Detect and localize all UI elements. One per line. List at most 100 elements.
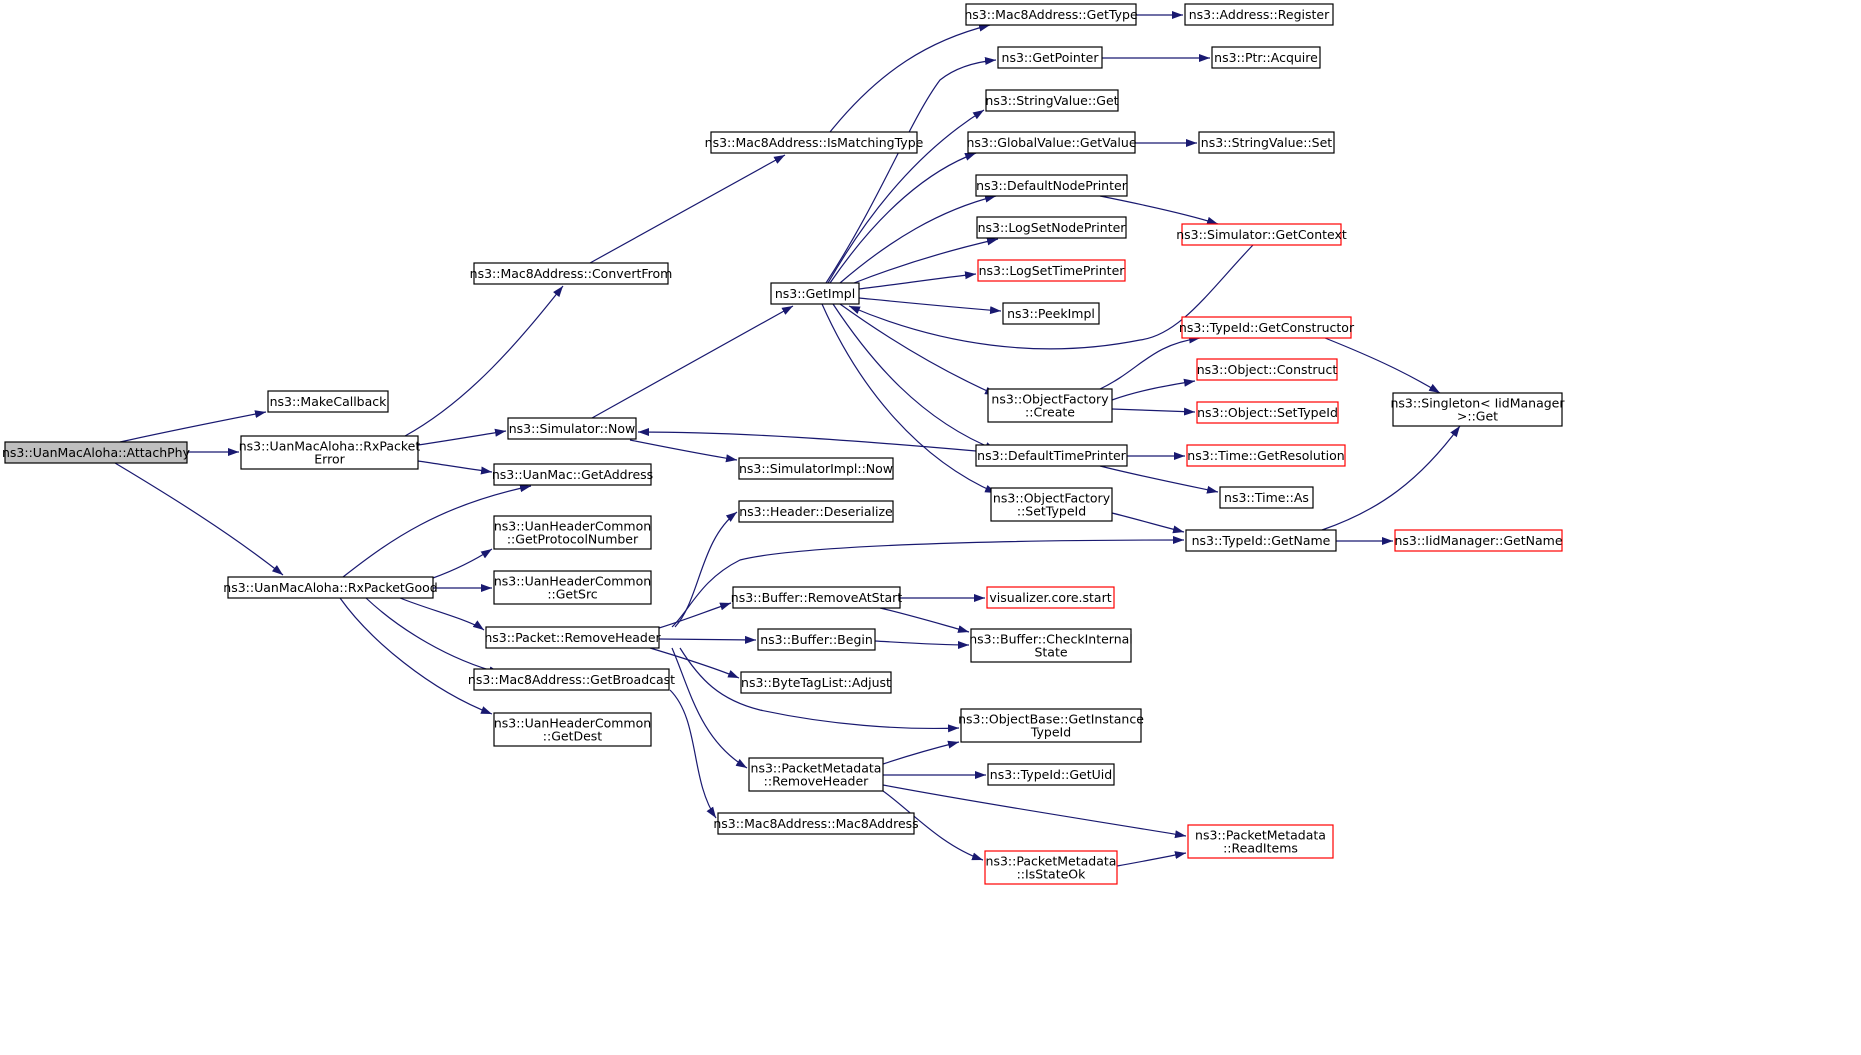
node-box <box>985 89 1119 112</box>
node-singletonget[interactable]: ns3::Singleton< IidManager >::Get <box>1390 392 1565 427</box>
node-simnow[interactable]: ns3::Simulator::Now <box>507 417 637 440</box>
node-packetremoveheader[interactable]: ns3::Packet::RemoveHeader <box>484 626 662 649</box>
node-box <box>986 586 1115 609</box>
node-box <box>1181 316 1352 339</box>
node-bufferremoveatstart[interactable]: ns3::Buffer::RemoveAtStart <box>731 586 903 609</box>
node-box <box>997 46 1103 69</box>
node-attachphy[interactable]: ns3::UanMacAloha::AttachPhy <box>2 441 191 464</box>
node-label: ns3::Simulator::GetContext <box>1176 227 1347 242</box>
node-box <box>493 515 652 550</box>
node-label: ns3::Packet::RemoveHeader <box>484 630 661 645</box>
node-bufferbegin[interactable]: ns3::Buffer::Begin <box>757 628 876 651</box>
edge-simnow-to-getimpl <box>591 305 794 419</box>
node-defaulttimeprinter[interactable]: ns3::DefaultTimePrinter <box>975 444 1128 467</box>
edge-rxpacketgood-to-uanmacgetaddress <box>342 484 532 578</box>
node-timeas[interactable]: ns3::Time::As <box>1219 486 1314 509</box>
node-objectsettypeid[interactable]: ns3::Object::SetTypeId <box>1196 401 1339 424</box>
node-typeidgetname[interactable]: ns3::TypeId::GetName <box>1185 529 1337 552</box>
edge-pmisstateok-to-pmreaditems <box>1116 851 1187 867</box>
node-globalvaluegetvalue[interactable]: ns3::GlobalValue::GetValue <box>966 131 1137 154</box>
node-peekimpl[interactable]: ns3::PeekImpl <box>1002 302 1100 325</box>
edge-simgetcontext-to-getimpl <box>848 244 1254 350</box>
node-label: ::GetSrc <box>547 587 597 602</box>
node-label: ns3::TypeId::GetName <box>1192 533 1331 548</box>
edge-rxpacketerror-to-convertfrom <box>404 285 564 437</box>
node-headerdeserialize[interactable]: ns3::Header::Deserialize <box>738 500 894 523</box>
edge-getimpl-to-objectfactorysettypeid <box>821 303 997 494</box>
call-edges <box>114 11 1461 867</box>
node-objectfactorycreate[interactable]: ns3::ObjectFactory::Create <box>987 388 1113 423</box>
node-bytetaglistadjust[interactable]: ns3::ByteTagList::Adjust <box>740 671 892 694</box>
node-uanmacgetaddress[interactable]: ns3::UanMac::GetAddress <box>492 463 653 486</box>
node-label: ::RemoveHeader <box>764 774 870 789</box>
node-pmreaditems[interactable]: ns3::PacketMetadata::ReadItems <box>1187 824 1334 859</box>
node-label: ns3::Buffer::RemoveAtStart <box>731 590 903 605</box>
node-box <box>1184 3 1334 26</box>
node-getpointer[interactable]: ns3::GetPointer <box>997 46 1103 69</box>
node-ptracquire[interactable]: ns3::Ptr::Acquire <box>1211 46 1321 69</box>
node-label: ns3::SimulatorImpl::Now <box>739 461 893 476</box>
node-getdest[interactable]: ns3::UanHeaderCommon::GetDest <box>493 712 652 747</box>
node-addressregister[interactable]: ns3::Address::Register <box>1184 3 1334 26</box>
node-label: >::Get <box>1457 409 1498 424</box>
node-label: ns3::GetImpl <box>775 286 855 301</box>
node-label: ns3::Mac8Address::GetType <box>964 7 1138 22</box>
edge-defaultnodeprinter-to-simgetcontext <box>1099 195 1219 225</box>
node-logsetnodeprinter[interactable]: ns3::LogSetNodePrinter <box>976 216 1127 239</box>
node-objectconstruct[interactable]: ns3::Object::Construct <box>1196 358 1338 381</box>
node-getprotocolnumber[interactable]: ns3::UanHeaderCommon::GetProtocolNumber <box>493 515 652 550</box>
edge-rxpacketerror-to-uanmacgetaddress <box>417 460 493 475</box>
node-label: ns3::Mac8Address::GetBroadcast <box>468 672 675 687</box>
node-getimpl[interactable]: ns3::GetImpl <box>770 282 860 305</box>
node-box <box>1187 824 1334 859</box>
node-label: Error <box>314 452 345 467</box>
node-box <box>976 216 1127 239</box>
node-label: ns3::Mac8Address::Mac8Address <box>713 816 918 831</box>
node-box <box>987 388 1113 423</box>
node-convertfrom[interactable]: ns3::Mac8Address::ConvertFrom <box>470 262 673 285</box>
edge-rxpacketgood-to-getdest <box>339 597 493 715</box>
node-objectfactorysettypeid[interactable]: ns3::ObjectFactory::SetTypeId <box>990 487 1113 522</box>
node-stringvalueset[interactable]: ns3::StringValue::Set <box>1198 131 1335 154</box>
edge-bufferremoveatstart-to-buffercheckinternalstate <box>879 607 970 633</box>
node-simimplnow[interactable]: ns3::SimulatorImpl::Now <box>738 457 894 480</box>
node-mac8ctor[interactable]: ns3::Mac8Address::Mac8Address <box>713 812 919 835</box>
node-box <box>987 763 1115 786</box>
node-pmisstateok[interactable]: ns3::PacketMetadata::IsStateOk <box>984 850 1118 885</box>
node-label: ns3::ObjectFactory <box>991 392 1109 407</box>
node-box <box>977 259 1126 282</box>
node-rxpacketgood[interactable]: ns3::UanMacAloha::RxPacketGood <box>223 576 438 599</box>
node-typeidgetconstructor[interactable]: ns3::TypeId::GetConstructor <box>1179 316 1355 339</box>
edge-objectfactorysettypeid-to-typeidgetname <box>1111 512 1185 534</box>
node-ismatchingtype[interactable]: ns3::Mac8Address::IsMatchingType <box>705 131 924 154</box>
node-mac8gettype[interactable]: ns3::Mac8Address::GetType <box>964 3 1138 26</box>
node-timegetresolution[interactable]: ns3::Time::GetResolution <box>1186 444 1346 467</box>
node-box <box>240 435 419 470</box>
node-visualizerstart[interactable]: visualizer.core.start <box>986 586 1115 609</box>
node-getbroadcast[interactable]: ns3::Mac8Address::GetBroadcast <box>468 668 675 691</box>
node-iidmanagergetname[interactable]: ns3::IidManager::GetName <box>1394 529 1563 552</box>
node-defaultnodeprinter[interactable]: ns3::DefaultNodePrinter <box>975 174 1128 197</box>
node-simgetcontext[interactable]: ns3::Simulator::GetContext <box>1176 223 1347 246</box>
node-makecallback[interactable]: ns3::MakeCallback <box>267 390 389 413</box>
node-typeidgetuid[interactable]: ns3::TypeId::GetUid <box>987 763 1115 786</box>
node-label: ns3::PacketMetadata <box>1195 828 1326 843</box>
node-logsettimeprinter[interactable]: ns3::LogSetTimePrinter <box>977 259 1126 282</box>
node-label: ns3::UanHeaderCommon <box>494 574 651 589</box>
node-label: ns3::Mac8Address::ConvertFrom <box>470 266 673 281</box>
edge-rxpacketgood-to-getbroadcast <box>365 597 501 675</box>
node-stringvalueget[interactable]: ns3::StringValue::Get <box>985 89 1119 112</box>
node-label: ns3::GlobalValue::GetValue <box>966 135 1136 150</box>
node-label: ns3::StringValue::Set <box>1201 135 1332 150</box>
node-pmremoveheader[interactable]: ns3::PacketMetadata::RemoveHeader <box>748 757 884 792</box>
node-box <box>1211 46 1321 69</box>
node-box <box>1196 401 1339 424</box>
node-getsrc[interactable]: ns3::UanHeaderCommon::GetSrc <box>493 570 652 605</box>
node-label: ns3::Buffer::Begin <box>760 632 873 647</box>
edge-attachphy-to-makecallback <box>119 410 267 443</box>
node-box <box>738 457 894 480</box>
